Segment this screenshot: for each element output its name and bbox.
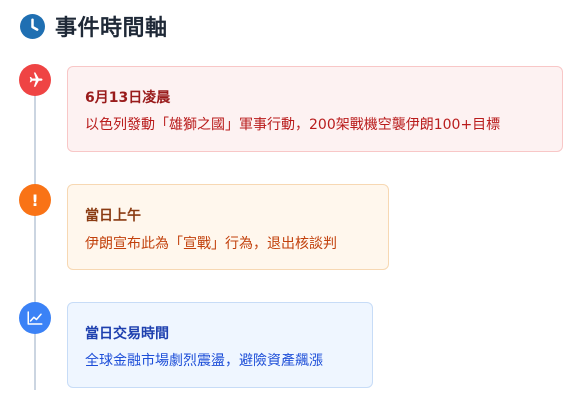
exclamation-icon: ! <box>31 190 39 210</box>
event-description: 全球金融市場劇烈震盪，避險資產飆漲 <box>85 353 323 369</box>
header: 事件時間軸 <box>20 10 168 42</box>
event-description: 伊朗宣布此為「宣戰」行為，退出核談判 <box>85 236 337 252</box>
event-marker: ! <box>19 184 51 216</box>
page-title: 事件時間軸 <box>55 16 168 41</box>
event-title: 6月13日凌晨 <box>85 90 171 106</box>
airplane-icon <box>29 72 43 87</box>
event-card: 6月13日凌晨 以色列發動「雄獅之國」軍事行動，200架戰機空襲伊朗100+目標 <box>67 66 563 152</box>
chart-line-icon <box>27 311 43 325</box>
event-title: 當日上午 <box>85 208 141 224</box>
event-title: 當日交易時間 <box>85 326 169 342</box>
event-marker <box>19 64 51 96</box>
event-card: 當日上午 伊朗宣布此為「宣戰」行為，退出核談判 <box>67 184 389 270</box>
event-description: 以色列發動「雄獅之國」軍事行動，200架戰機空襲伊朗100+目標 <box>85 117 501 133</box>
event-card: 當日交易時間 全球金融市場劇烈震盪，避險資產飆漲 <box>67 302 373 388</box>
clock-icon <box>20 13 45 39</box>
event-marker <box>19 302 51 334</box>
timeline-line <box>34 80 36 390</box>
